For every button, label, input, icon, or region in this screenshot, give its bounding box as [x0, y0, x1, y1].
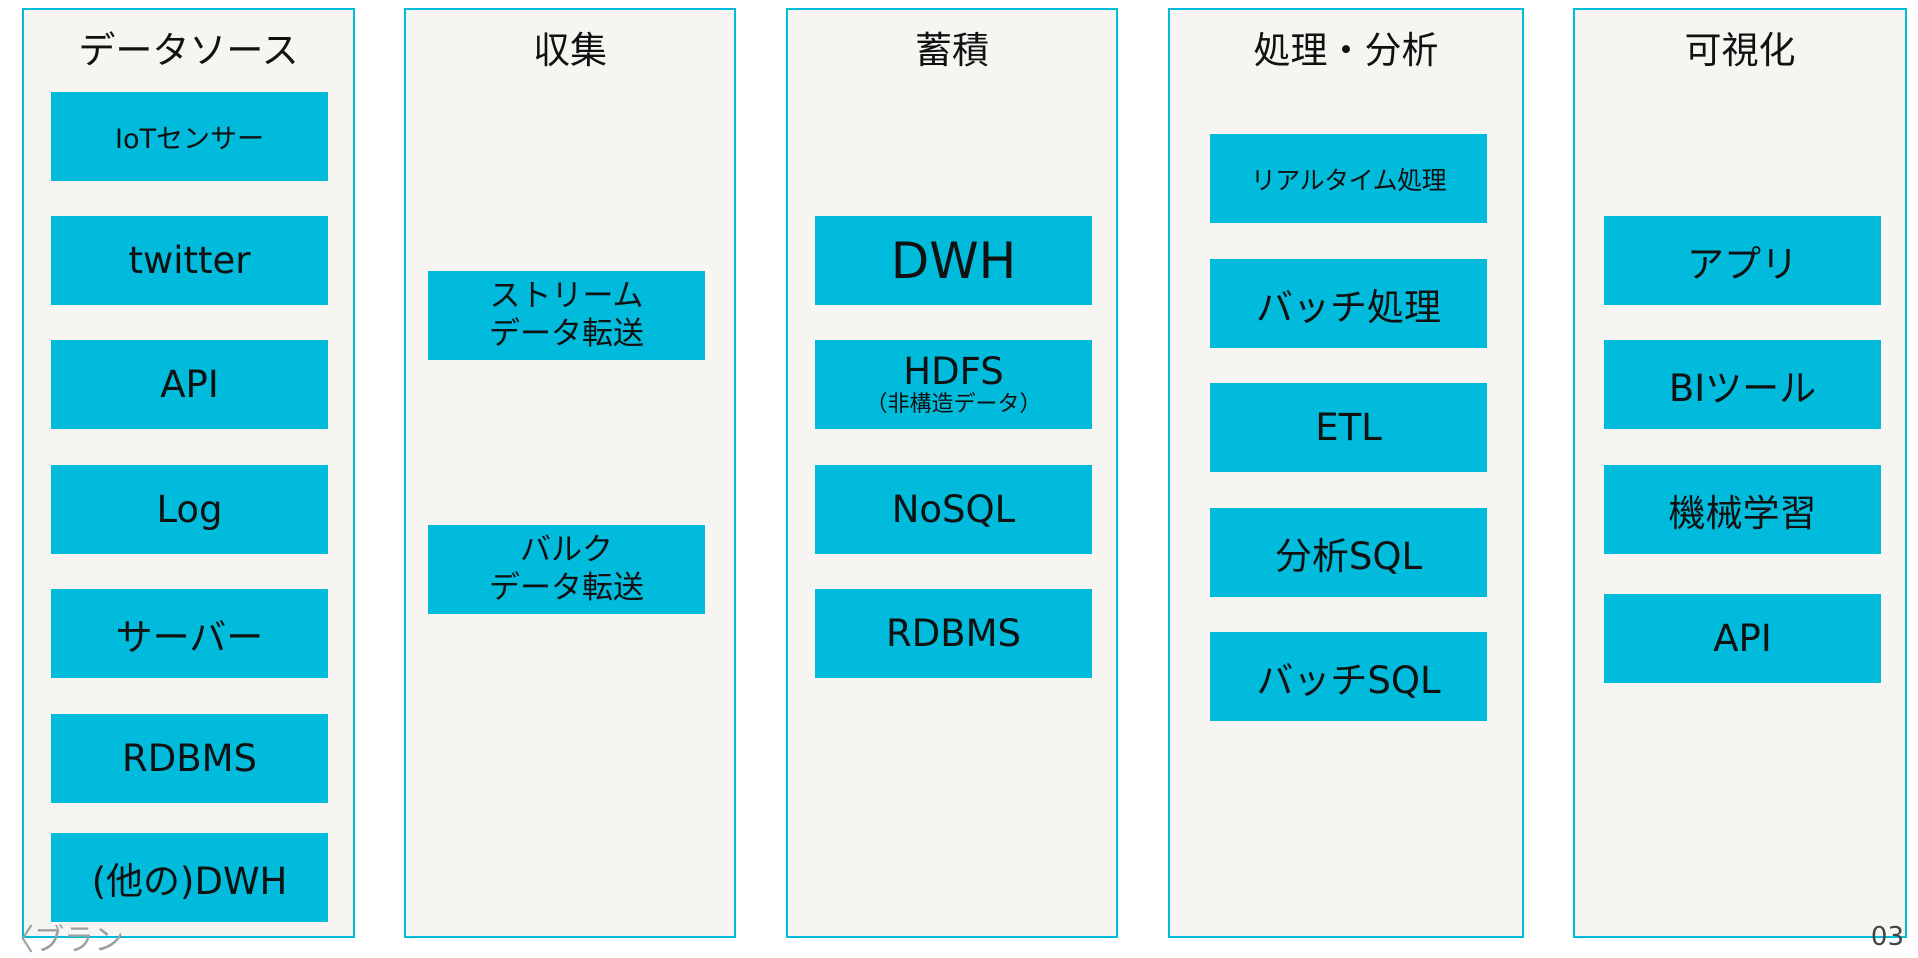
box-bulk-transfer: バルク データ転送 [428, 525, 705, 614]
box-server: サーバー [51, 589, 328, 678]
box-label: 分析SQL [1274, 534, 1423, 578]
box-label: サーバー [115, 615, 264, 659]
box-iot-sensor: IoTセンサー [51, 92, 328, 181]
column-title-data-source: データソース [78, 29, 299, 72]
box-label: NoSQL [891, 488, 1016, 531]
box-label: HDFS [903, 349, 1004, 393]
box-label-line1: ストリーム [489, 278, 644, 315]
column-processing: 処理・分析 リアルタイム処理 バッチ処理 ETL 分析SQL バッチSQL [1168, 8, 1524, 938]
column-title-storage: 蓄積 [915, 29, 989, 72]
box-label: RDBMS [886, 612, 1021, 655]
box-label: アプリ [1687, 242, 1798, 286]
box-api-visualization: API [1604, 594, 1881, 683]
column-visualization: 可視化 アプリ BIツール 機械学習 API [1573, 8, 1907, 938]
column-title-visualization: 可視化 [1684, 29, 1796, 72]
box-twitter: twitter [51, 216, 328, 305]
box-nosql: NoSQL [815, 465, 1092, 554]
column-title-collection: 収集 [533, 29, 607, 72]
box-realtime-processing: リアルタイム処理 [1210, 134, 1487, 223]
box-log: Log [51, 465, 328, 554]
box-label: Log [156, 488, 223, 531]
box-stream-transfer: ストリーム データ転送 [428, 271, 705, 360]
box-batch-processing: バッチ処理 [1210, 259, 1487, 348]
box-label: リアルタイム処理 [1250, 165, 1447, 195]
box-analytic-sql: 分析SQL [1210, 508, 1487, 597]
box-label: (他の)DWH [91, 859, 288, 903]
column-collection: 収集 ストリーム データ転送 バルク データ転送 [404, 8, 736, 938]
footer-brand-text: 〈ブラン [4, 923, 124, 958]
box-label: バッチ処理 [1256, 285, 1441, 329]
page-number: 03 [1870, 922, 1904, 952]
box-bi-tool: BIツール [1604, 340, 1881, 429]
box-label: API [1713, 617, 1772, 660]
box-other-dwh: (他の)DWH [51, 833, 328, 922]
box-label: 機械学習 [1668, 491, 1817, 535]
box-label-line2: データ転送 [489, 569, 644, 606]
box-label: IoTセンサー [115, 124, 264, 155]
column-storage: 蓄積 DWH HDFS （非構造データ） NoSQL RDBMS [786, 8, 1118, 938]
box-label-line2: データ転送 [489, 315, 644, 352]
box-hdfs: HDFS （非構造データ） [815, 340, 1092, 429]
box-etl: ETL [1210, 383, 1487, 472]
box-note: （非構造データ） [865, 392, 1042, 418]
box-label: バッチSQL [1256, 658, 1441, 702]
box-dwh: DWH [815, 216, 1092, 305]
box-label: RDBMS [122, 737, 257, 780]
box-label: API [160, 363, 219, 406]
box-app: アプリ [1604, 216, 1881, 305]
box-batch-sql: バッチSQL [1210, 632, 1487, 721]
column-title-processing: 処理・分析 [1253, 29, 1439, 72]
box-rdbms-storage: RDBMS [815, 589, 1092, 678]
box-api-source: API [51, 340, 328, 429]
box-label: DWH [890, 231, 1017, 290]
box-label: ETL [1315, 406, 1382, 449]
box-label: BIツール [1668, 366, 1817, 410]
column-data-source: データソース IoTセンサー twitter API Log サーバー RDBM… [22, 8, 355, 938]
box-rdbms-source: RDBMS [51, 714, 328, 803]
box-label-line1: バルク [520, 532, 613, 569]
box-label: twitter [128, 239, 251, 282]
box-machine-learning: 機械学習 [1604, 465, 1881, 554]
